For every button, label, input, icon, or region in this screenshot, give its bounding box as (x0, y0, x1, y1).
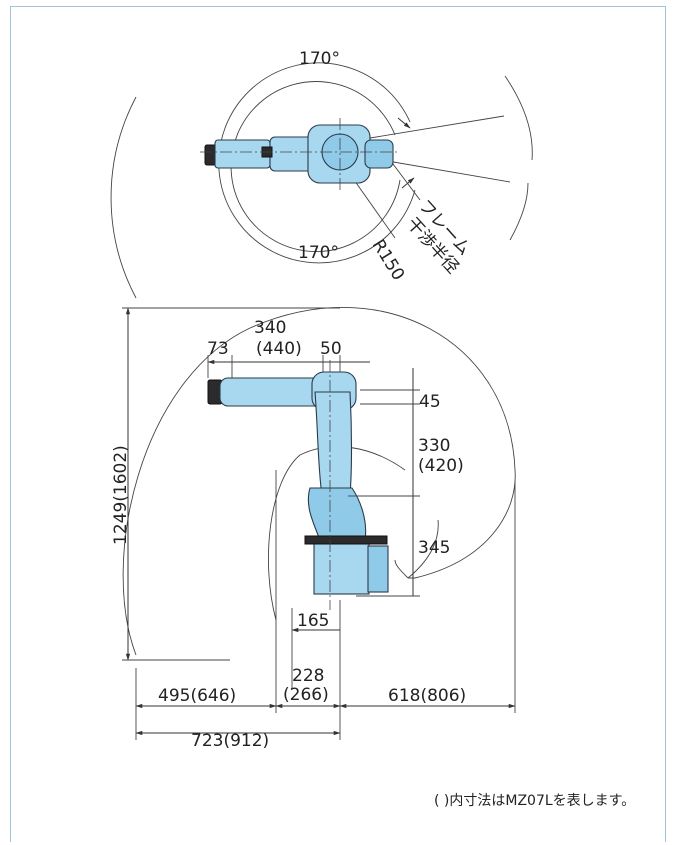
reach-envelope (122, 306, 516, 656)
reach-arc-left (110, 96, 137, 299)
radius-label: R150 (368, 236, 408, 284)
rotation-arc-inner (230, 81, 401, 252)
dim-495-label: 495(646) (158, 686, 236, 706)
dim-50-label: 50 (320, 339, 342, 359)
angle-bottom-label: 170° (298, 243, 339, 263)
side-base (313, 539, 370, 595)
side-lower-arm (314, 391, 353, 496)
angle-top-label: 170° (299, 49, 340, 69)
dim-340-label: 340 (254, 318, 286, 338)
rotation-arc-outer (218, 62, 416, 264)
reach-arc-right-upper (504, 75, 533, 161)
dim-440-label: (440) (256, 339, 302, 359)
side-connector-box (367, 545, 389, 593)
dim-45-label: 45 (419, 392, 441, 412)
dim-266-label: (266) (283, 685, 329, 705)
dim-618-label: 618(806) (388, 686, 466, 706)
dim-345-label: 345 (418, 538, 450, 558)
dim-73-label: 73 (207, 339, 229, 359)
dim-228-label: 228 (292, 666, 324, 686)
top-view: 170° 170° R150 フレーム 干渉半径 (110, 49, 533, 299)
side-base-plate (304, 535, 388, 545)
footnote: ( )内寸法はMZ07Lを表します。 (434, 793, 635, 809)
top-base-cap (364, 139, 394, 169)
dim-330-label: 330 (418, 436, 450, 456)
dim-165-label: 165 (297, 611, 329, 631)
side-shoulder (307, 487, 367, 541)
reach-arc-right-lower (509, 182, 529, 241)
side-view: 1249(1602) 340 (440) 73 50 45 330 (420) … (111, 306, 516, 751)
dim-height-label: 1249(1602) (111, 445, 131, 545)
dim-723-label: 723(912) (191, 731, 269, 751)
dim-420-label: (420) (418, 456, 464, 476)
